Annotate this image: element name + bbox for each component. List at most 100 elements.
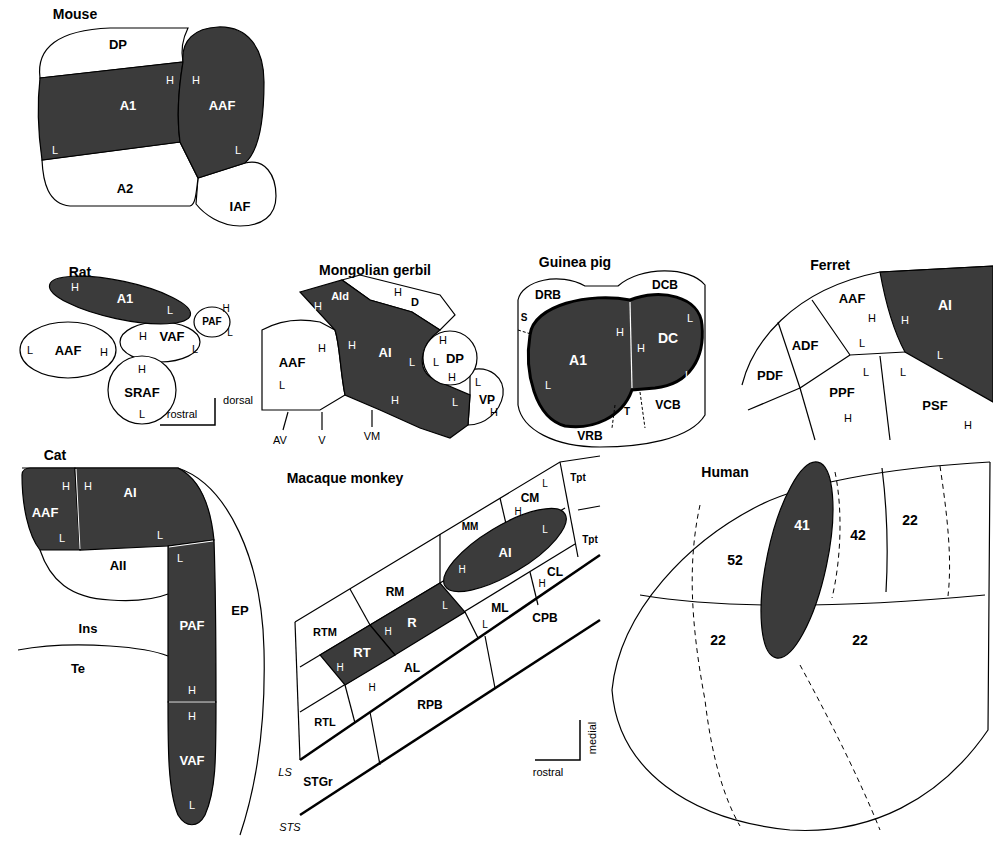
field-name: AI	[938, 297, 952, 313]
label-text: L	[475, 376, 481, 388]
cortical-field: RT	[352, 645, 371, 660]
cortical-field: DC	[657, 330, 679, 346]
field-name: VRB	[577, 429, 602, 443]
cortical-field-outline	[178, 27, 264, 178]
label-text: VM	[364, 430, 381, 442]
cortical-field: DRB	[534, 288, 562, 302]
field-name: MM	[462, 521, 479, 532]
label-text: L	[900, 366, 906, 378]
tonotopic-marker: H	[192, 75, 200, 86]
label-text: STS	[279, 821, 300, 833]
tonotopic-marker: H	[391, 395, 399, 406]
tonotopic-marker: L	[859, 338, 865, 349]
tonotopic-marker: H	[138, 364, 146, 375]
field-boundary	[22, 468, 264, 835]
tonotopic-marker: H	[844, 413, 852, 424]
tonotopic-marker: H	[166, 75, 174, 86]
field-name: AI	[379, 345, 392, 360]
field-boundary	[76, 469, 80, 549]
label-text: H	[71, 281, 79, 293]
cortical-field-outline	[108, 356, 176, 424]
cortical-field: CL	[546, 565, 564, 579]
label-text: H	[348, 339, 356, 351]
tonotopic-marker: L	[687, 313, 693, 324]
tonotopic-marker: H	[394, 287, 402, 298]
cortical-field: VP	[478, 393, 496, 407]
cortical-field: SRAF	[123, 385, 160, 400]
cortical-field-outline	[46, 266, 195, 333]
cortical-field: VAF	[158, 329, 185, 344]
field-name: A1	[117, 291, 134, 306]
cortical-field: A1	[119, 98, 138, 113]
label-text: L	[685, 369, 691, 381]
label-text: L	[433, 356, 439, 368]
field-boundary	[882, 468, 887, 592]
label-text: L	[227, 327, 233, 338]
field-boundary	[439, 534, 440, 583]
field-boundary	[940, 466, 950, 596]
cortical-field: RPB	[416, 698, 443, 712]
field-name: DP	[446, 351, 464, 366]
species-title: Guinea pig	[539, 255, 611, 269]
field-name: EP	[231, 603, 248, 618]
tonotopic-marker: L	[442, 601, 448, 611]
axis-label: dorsal	[223, 395, 253, 406]
field-boundary	[800, 665, 880, 830]
field-boundary	[485, 636, 495, 688]
cortical-field-outline	[22, 468, 80, 550]
field-name: CM	[521, 491, 540, 505]
field-boundary	[630, 302, 632, 388]
field-boundary	[535, 720, 580, 760]
label-text: L	[542, 478, 548, 489]
cortical-field-outline	[20, 322, 116, 378]
label-text: L	[192, 343, 198, 355]
cortical-field: AII	[109, 558, 128, 573]
cortical-field: PDF	[756, 368, 784, 383]
axis-label: medial	[587, 722, 598, 754]
field-name: Tpt	[570, 472, 586, 483]
field-boundary	[18, 645, 168, 656]
field-boundary	[345, 685, 355, 723]
field-name: Te	[71, 661, 85, 676]
field-name: PPF	[829, 385, 854, 400]
tonotopic-marker: H	[448, 372, 456, 383]
cortical-field: STGr	[302, 775, 333, 789]
cortical-field-outline	[120, 322, 200, 362]
cortical-field: 22	[901, 512, 919, 528]
label-text: Macaque monkey	[287, 470, 404, 486]
field-boundary	[640, 392, 645, 428]
field-name: AAF	[32, 505, 59, 520]
tonotopic-marker: L	[542, 525, 548, 535]
cortical-field: VAF	[178, 753, 205, 768]
label-text: H	[336, 662, 343, 673]
field-tick-label: VM	[364, 431, 381, 442]
label-text: H	[139, 330, 147, 342]
tonotopic-marker: H	[514, 507, 521, 517]
label-text: Human	[701, 464, 748, 480]
label-text: H	[868, 312, 876, 324]
tonotopic-marker: H	[139, 331, 147, 342]
tonotopic-marker: H	[868, 313, 876, 324]
cortical-field-outline	[168, 702, 216, 825]
cortical-field: AI	[937, 297, 953, 313]
cortical-field: AAF	[208, 98, 237, 113]
tonotopic-marker: H	[188, 685, 196, 696]
cortical-field: PAF	[201, 316, 222, 328]
label-text: rostral	[533, 766, 564, 778]
species-title: Rat	[69, 265, 92, 279]
label-text: V	[318, 434, 325, 446]
label-text: H	[901, 314, 909, 326]
field-boundary	[300, 544, 575, 712]
field-name: VCB	[655, 398, 680, 412]
tonotopic-marker: L	[27, 345, 33, 356]
label-text: Rat	[69, 264, 92, 280]
cortical-field: VRB	[576, 429, 603, 443]
label-text: L	[189, 799, 195, 811]
label-text: L	[167, 304, 173, 316]
field-name: D	[411, 296, 419, 308]
field-boundary	[300, 620, 600, 815]
field-boundary	[612, 405, 615, 428]
field-name: DC	[658, 330, 678, 346]
species-title: Cat	[44, 448, 67, 462]
cortical-field-outline	[880, 266, 993, 402]
